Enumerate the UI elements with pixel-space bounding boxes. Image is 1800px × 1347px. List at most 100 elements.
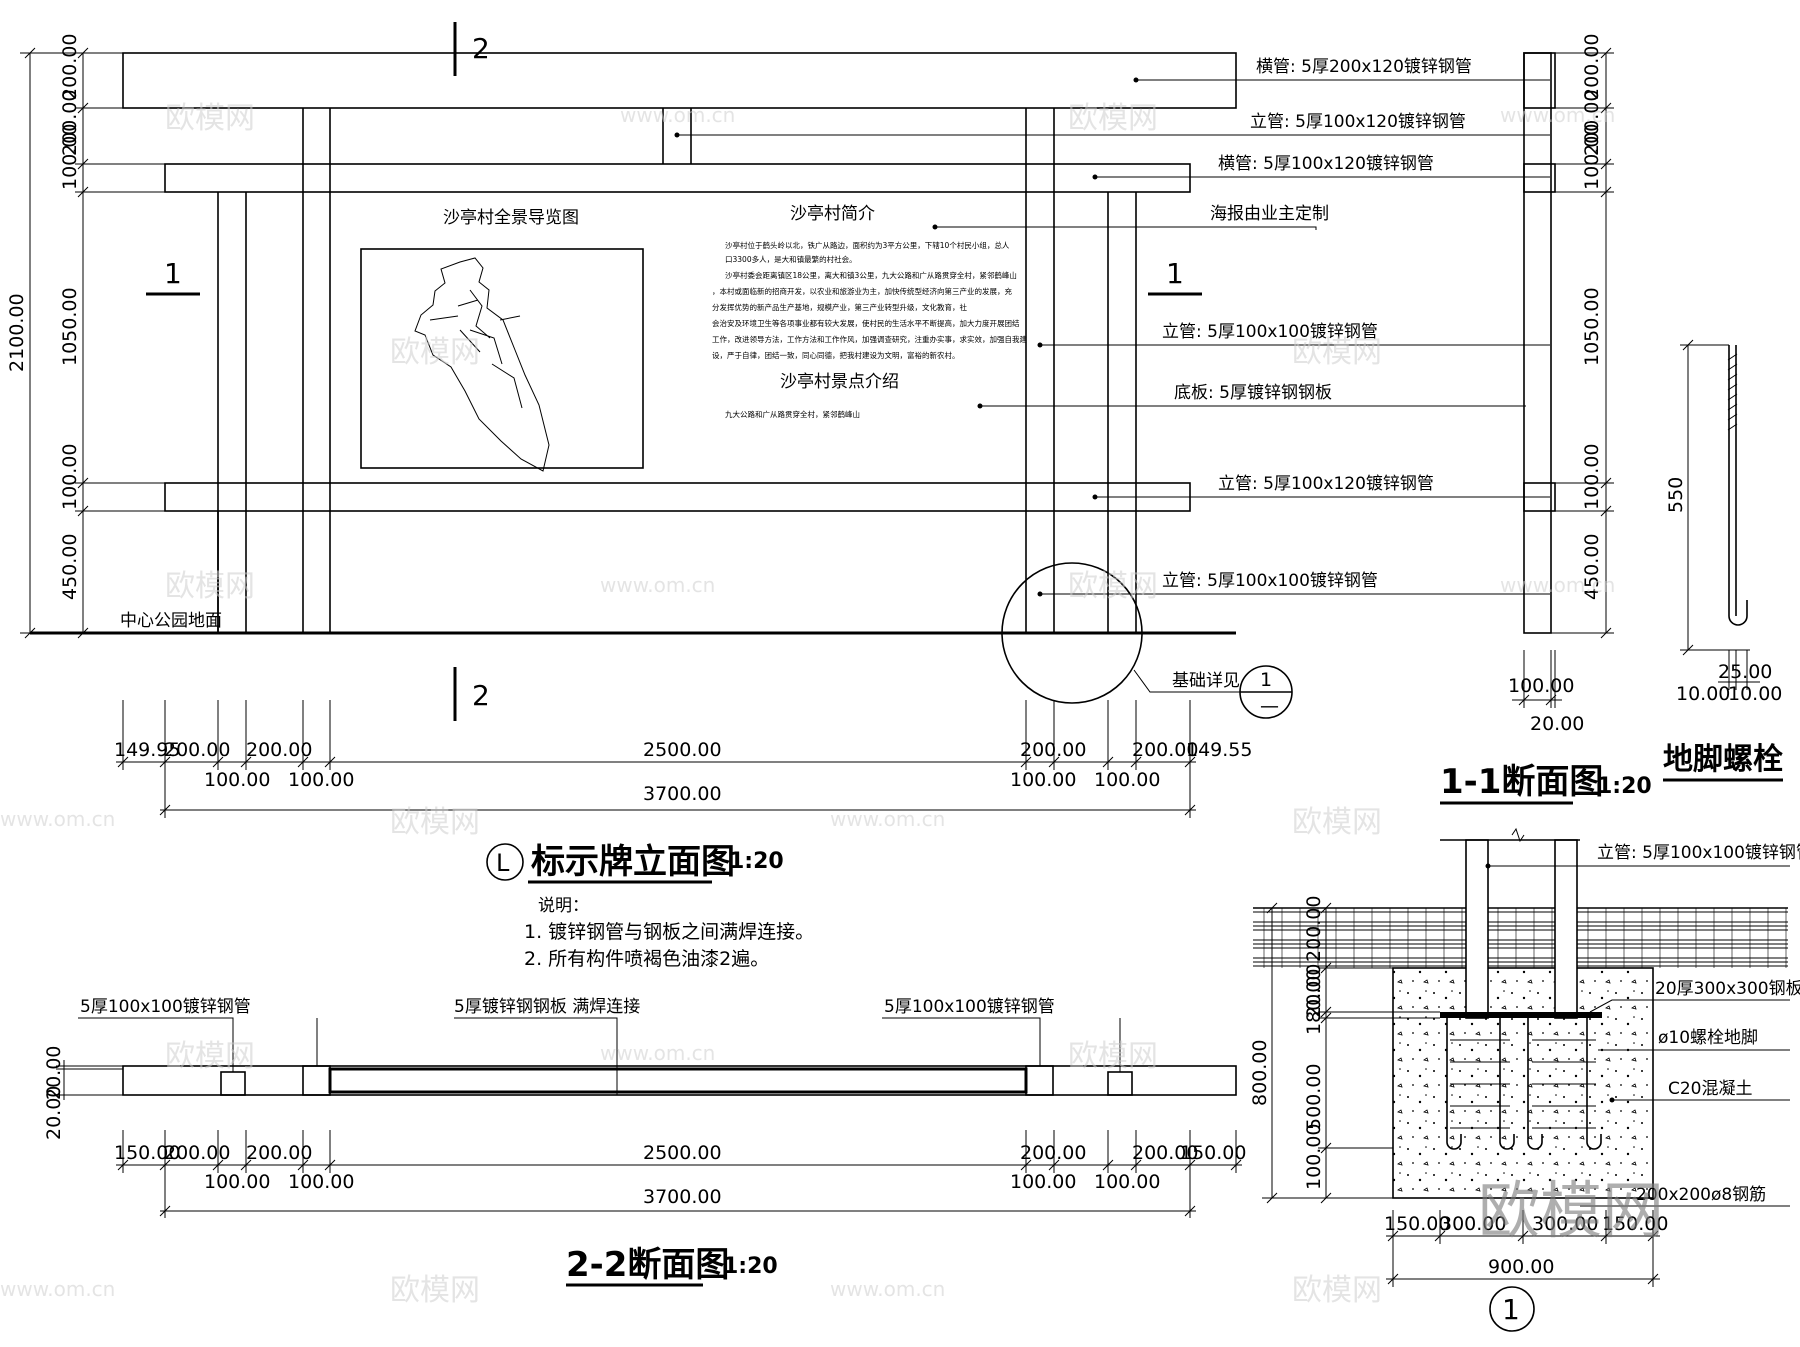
anchor-bolt-title: 地脚螺栓: [1663, 742, 1783, 777]
svg-text:沙亭村委会距离镇区18公里，离大和镇3公里，九大公路和广从路: 沙亭村委会距离镇区18公里，离大和镇3公里，九大公路和广从路贯穿全村，紧邻鹤峰山: [725, 270, 1017, 280]
section-mark-1-right: 1: [1148, 257, 1202, 296]
detail-reference-bubble: 1 —: [1239, 665, 1293, 719]
svg-text:5厚镀锌钢钢板 满焊连接: 5厚镀锌钢钢板 满焊连接: [454, 997, 640, 1017]
svg-text:100.00: 100.00: [288, 1171, 354, 1193]
svg-text:欧模网: 欧模网: [165, 569, 255, 604]
svg-text:口3300多人，是大和镇最繁的村社会。: 口3300多人，是大和镇最繁的村社会。: [725, 254, 857, 264]
posts: [217, 108, 1137, 633]
svg-text:工作，改进领导方法，工作方法和工作作风，加强调查研究，注重办: 工作，改进领导方法，工作方法和工作作风，加强调查研究，注重办实事，求实效，加强自…: [712, 334, 1027, 344]
svg-text:1: 1: [164, 257, 182, 290]
section-22-rail: [122, 1065, 1237, 1096]
svg-text:100.00: 100.00: [59, 124, 81, 190]
callout-main-post: 立管: 5厚100x100镀锌钢管: [1162, 322, 1378, 342]
svg-text:200.00: 200.00: [164, 739, 230, 761]
anchor-dim-height: 550: [1665, 477, 1687, 513]
section-22-post: [220, 1071, 246, 1096]
svg-text:1: 1: [1260, 669, 1272, 691]
svg-text:2500.00: 2500.00: [643, 739, 722, 761]
svg-text:200.00: 200.00: [246, 1142, 312, 1164]
svg-text:149.55: 149.55: [1186, 739, 1252, 761]
callout-lower-post: 立管: 5厚100x100镀锌钢管: [1162, 571, 1378, 591]
svg-text:欧模网: 欧模网: [1292, 1273, 1382, 1308]
svg-text:www.om.cn: www.om.cn: [600, 1041, 715, 1065]
note-item-1: 1. 镀锌钢管与钢板之间满焊连接。: [524, 921, 814, 943]
svg-text:www.om.cn: www.om.cn: [1500, 103, 1615, 127]
poster-intro-body: 沙亭村位于鹤头岭以北，铁广从路边，面积约为3平方公里，下辖10个村民小组，总人 …: [712, 240, 1027, 360]
poster-map-title: 沙亭村全景导览图: [443, 208, 579, 228]
top-rail: [122, 52, 1237, 109]
brand-watermark: 欧模网: [1478, 1174, 1664, 1247]
svg-text:欧模网: 欧模网: [1292, 335, 1382, 370]
section-22-plate: [328, 1067, 1028, 1094]
section-11-title: 1-1断面图 1:20: [1440, 762, 1652, 805]
section-11-top-rail: [1523, 52, 1556, 109]
poster-spots-title: 沙亭村景点介绍: [780, 372, 899, 392]
svg-text:1:20: 1:20: [723, 1254, 778, 1279]
svg-text:25.00: 25.00: [1718, 661, 1772, 683]
foundation-bottom-dims: 150.00 300.00 300.00 150.00 900.00: [1384, 1210, 1668, 1287]
svg-text:100.00: 100.00: [1508, 675, 1574, 697]
svg-text:www.om.cn: www.om.cn: [830, 1277, 945, 1301]
note-item-2: 2. 所有构件喷褐色油漆2遍。: [524, 948, 769, 970]
svg-text:欧模网: 欧模网: [390, 335, 480, 370]
section-11-right-dims: 200.00 200.00 100.00 1050.00 100.00 450.…: [1551, 34, 1614, 639]
svg-text:www.om.cn: www.om.cn: [600, 573, 715, 597]
svg-text:www.om.cn: www.om.cn: [620, 103, 735, 127]
section-22-left-dims: 20.00 20.00: [43, 1046, 123, 1140]
svg-text:1050.00: 1050.00: [59, 287, 81, 366]
svg-text:L: L: [496, 849, 510, 877]
svg-text:20.00: 20.00: [1303, 964, 1325, 1018]
detail-leader: [1133, 669, 1240, 693]
section-mark-2-bottom: 2: [453, 667, 490, 721]
svg-text:150.00: 150.00: [1180, 1142, 1246, 1164]
svg-text:200.00: 200.00: [59, 34, 81, 100]
svg-text:180.00: 180.00: [1303, 969, 1325, 1035]
section-mark-1-left: 1: [146, 257, 200, 296]
svg-text:20厚300x300钢板: 20厚300x300钢板: [1655, 979, 1800, 999]
section-22-bottom-dims: 150.00 200.00 200.00 2500.00 200.00 200.…: [114, 1130, 1246, 1218]
svg-text:1:20: 1:20: [729, 849, 784, 874]
svg-text:200.00: 200.00: [246, 739, 312, 761]
svg-text:100.00: 100.00: [1094, 769, 1160, 791]
svg-text:200x200ø8钢筋: 200x200ø8钢筋: [1636, 1185, 1766, 1205]
elevation-left-dims: 2100.00 200.00 200.00 100.00 1050.00 100…: [6, 34, 165, 639]
svg-text:5厚100x100镀锌钢管: 5厚100x100镀锌钢管: [884, 997, 1055, 1017]
svg-text:欧模网: 欧模网: [390, 805, 480, 840]
section-22-post: [1107, 1071, 1133, 1096]
svg-text:100.00: 100.00: [1094, 1171, 1160, 1193]
notes-block: 说明： 1. 镀锌钢管与钢板之间满焊连接。 2. 所有构件喷褐色油漆2遍。: [524, 896, 814, 970]
anchor-bolt-detail: 550 25.00 10.00 10.00 地脚螺栓: [1663, 339, 1783, 782]
svg-text:C20混凝土: C20混凝土: [1668, 1079, 1753, 1099]
section-22-callouts: 5厚100x100镀锌钢管 5厚镀锌钢钢板 满焊连接 5厚100x100镀锌钢管: [78, 997, 1121, 1072]
concrete-footing: [1392, 967, 1654, 1199]
svg-text:—: —: [1260, 695, 1279, 717]
elevation-view: 中心公园地面 沙亭村全景导览图 沙亭村简介 沙亭村位于鹤头岭以北，铁广从路边，面…: [6, 22, 1550, 884]
callout-lower-rail: 立管: 5厚100x120镀锌钢管: [1218, 474, 1434, 494]
soil-hatch: [1253, 908, 1788, 968]
svg-text:欧模网: 欧模网: [390, 1273, 480, 1308]
svg-text:www.om.cn: www.om.cn: [1500, 573, 1615, 597]
svg-text:www.om.cn: www.om.cn: [0, 1277, 115, 1301]
svg-text:100.00: 100.00: [1581, 124, 1603, 190]
dim-total-height: 2100.00: [6, 293, 28, 372]
svg-text:2-2断面图: 2-2断面图: [566, 1245, 729, 1285]
svg-text:450.00: 450.00: [59, 534, 81, 600]
svg-text:1050.00: 1050.00: [1581, 287, 1603, 366]
svg-text:100.00: 100.00: [204, 769, 270, 791]
callout-upper-rail: 横管: 5厚100x120镀锌钢管: [1218, 154, 1434, 174]
poster-spots-body: 九大公路和广从路贯穿全村，紧邻鹤峰山: [725, 409, 860, 419]
section-22-post: [302, 1065, 331, 1096]
svg-text:标示牌立面图: 标示牌立面图: [531, 842, 735, 882]
ground-label: 中心公园地面: [120, 611, 222, 631]
svg-text:200.00: 200.00: [1581, 90, 1603, 156]
svg-text:1-1断面图: 1-1断面图: [1440, 762, 1603, 802]
svg-text:300.00: 300.00: [1440, 1213, 1506, 1235]
svg-text:欧模网: 欧模网: [165, 101, 255, 136]
detail-circle: [1001, 562, 1143, 704]
svg-text:200.00: 200.00: [1132, 1142, 1198, 1164]
section-2-2-view: 5厚100x100镀锌钢管 5厚镀锌钢钢板 满焊连接 5厚100x100镀锌钢管…: [43, 997, 1246, 1287]
watermarks: 欧模网 欧模网 www.om.cn www.om.cn 欧模网 欧模网 欧模网 …: [0, 101, 1664, 1308]
svg-text:分发挥优势的新产品生产基地，规模产业，第三产业转型升级，文化: 分发挥优势的新产品生产基地，规模产业，第三产业转型升级，文化教育，社: [712, 302, 967, 312]
svg-text:150.00: 150.00: [1384, 1213, 1450, 1235]
svg-text:300.00: 300.00: [1532, 1213, 1598, 1235]
